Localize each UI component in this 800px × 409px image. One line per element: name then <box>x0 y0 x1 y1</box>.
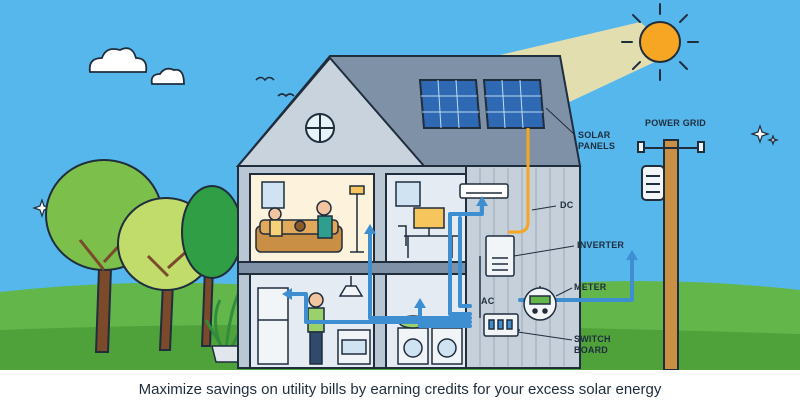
house-illustration <box>0 0 800 370</box>
plant-icon <box>204 289 254 363</box>
dc-wire <box>508 128 530 234</box>
cloud-icon <box>88 47 148 73</box>
meter-label: METER <box>574 282 607 292</box>
meter-icon <box>523 287 557 321</box>
floor-slab <box>237 261 467 275</box>
power-pole-icon <box>637 139 705 370</box>
switch-board-label-line2: BOARD <box>574 345 608 355</box>
switch-board-label-line1: SWITCH <box>574 334 611 344</box>
solar-panels-label-line2: PANELS <box>578 141 616 151</box>
power-grid-label: POWER GRID <box>645 118 707 128</box>
attic-window-icon <box>305 113 335 143</box>
cloud-icon <box>150 67 185 85</box>
inverter-icon <box>485 235 515 277</box>
dc-label: DC <box>560 200 574 210</box>
inverter-label: INVERTER <box>577 240 625 250</box>
kitchen-furniture <box>257 276 371 365</box>
switch-board-icon <box>483 313 519 337</box>
caption: Maximize savings on utility bills by ear… <box>0 370 800 409</box>
sun-icon <box>621 3 699 81</box>
arrow-heads <box>282 196 638 308</box>
solar-panel-icon <box>418 79 546 129</box>
solar-panels-label-line1: SOLAR <box>578 130 611 140</box>
laundry-furniture <box>397 315 463 365</box>
energy-flow-arrows <box>288 202 634 328</box>
bird-icon <box>255 76 275 82</box>
label-leaders <box>513 107 575 341</box>
bird-icon <box>277 93 295 98</box>
ac-label: AC <box>481 296 495 306</box>
living-room-furniture <box>255 181 365 253</box>
air-conditioner-icon <box>459 183 509 199</box>
